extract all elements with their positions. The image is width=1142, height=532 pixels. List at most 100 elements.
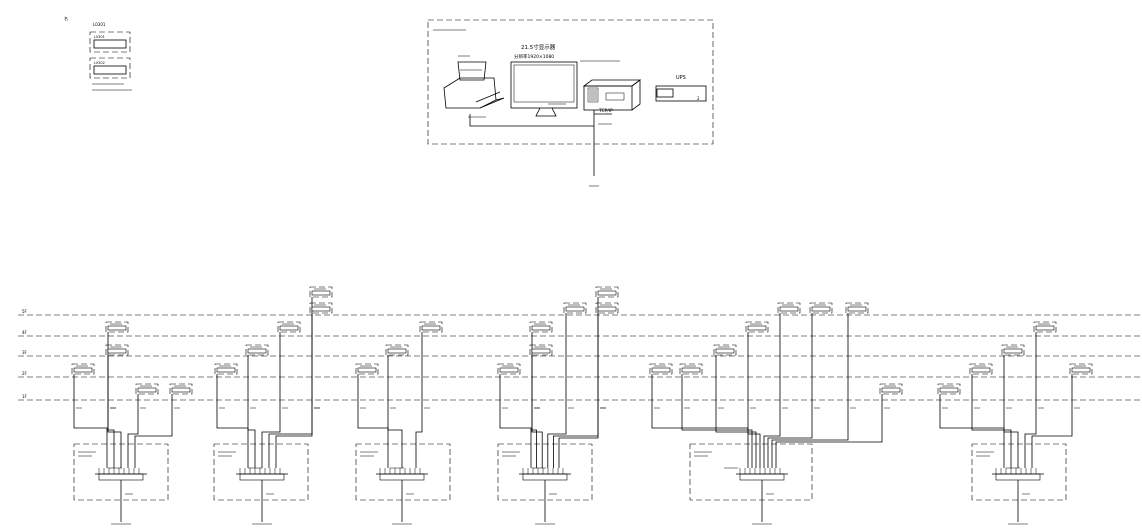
energy-meter-box [309, 286, 333, 298]
energy-meter [107, 325, 127, 331]
energy-meter-box [809, 302, 833, 314]
management-room: 21.5寸显示器 分辨率1920×1080 2 UPS TCP/IP [427, 19, 714, 187]
legend-mark: 名 [64, 15, 68, 21]
energy-meter [881, 387, 901, 393]
building-group-4 [497, 286, 619, 525]
meter-cable [1031, 374, 1073, 468]
energy-meter-box [563, 302, 587, 314]
meter-cable [268, 297, 313, 468]
collector-panel [355, 443, 451, 501]
building-group-2 [213, 286, 333, 525]
energy-meter [499, 367, 519, 373]
energy-meter [279, 325, 299, 331]
meter-cable [747, 332, 761, 468]
energy-meter [1035, 325, 1055, 331]
floor-label-5f: 5F [22, 309, 28, 314]
meter-cable [275, 313, 313, 468]
legend: 名 L0301 L0301 L0302 [64, 15, 132, 91]
meter-cable [247, 355, 256, 468]
energy-meter-box [777, 302, 801, 314]
monitor-resolution: 分辨率1920×1080 [514, 53, 554, 60]
energy-meter-box [595, 302, 619, 314]
energy-meter [531, 325, 551, 331]
data-collector [379, 473, 425, 481]
host-computer [582, 79, 642, 126]
meter-cable [558, 313, 599, 468]
collector-panel [497, 443, 593, 501]
meter-cable [553, 297, 599, 468]
energy-meter-box [969, 363, 993, 375]
meter-cable [715, 355, 757, 468]
energy-meter [715, 348, 735, 354]
energy-meter-box [277, 321, 301, 333]
energy-meter [651, 367, 671, 373]
data-collector [522, 473, 568, 481]
meter-cable [216, 374, 249, 468]
energy-meter [171, 387, 191, 393]
legend-meter-2 [93, 65, 127, 75]
energy-meter [311, 290, 331, 296]
energy-meter [531, 348, 551, 354]
energy-meter [107, 348, 127, 354]
legend-label-1: L0301 [94, 35, 105, 39]
management-room-boundary [427, 19, 714, 145]
floor-label-1f: 1F [22, 394, 28, 399]
meter-cable [1003, 355, 1019, 468]
energy-meter [137, 387, 157, 393]
energy-meter [387, 348, 407, 354]
energy-meter-box [245, 344, 269, 356]
energy-meter-box [745, 321, 769, 333]
meter-cable [763, 313, 781, 468]
meter-cable [681, 374, 753, 468]
meter-cable [771, 313, 849, 468]
energy-meter-box [419, 321, 443, 333]
data-collector [239, 473, 285, 481]
energy-meter [597, 290, 617, 296]
energy-meter [747, 325, 767, 331]
collector-panel [213, 443, 309, 501]
energy-meter [357, 367, 377, 373]
ups-label: UPS [676, 75, 686, 81]
energy-meter [565, 306, 585, 312]
energy-meter-box [309, 302, 333, 314]
energy-meter-box [497, 363, 521, 375]
building-subsystems [71, 286, 1093, 525]
energy-meter-box [169, 383, 193, 395]
energy-meter [1071, 367, 1091, 373]
energy-meter-box [649, 363, 673, 375]
energy-meter [311, 306, 331, 312]
energy-meter-box [595, 286, 619, 298]
meter-cable [971, 374, 1012, 468]
energy-meter-box [385, 344, 409, 356]
monitor [510, 61, 578, 117]
data-collector [995, 473, 1041, 481]
energy-meter-box [879, 383, 903, 395]
meter-cable [387, 355, 403, 468]
floor-label-4f: 4F [22, 330, 28, 335]
legend-title: L0301 [93, 22, 106, 27]
energy-meter-box [1069, 363, 1093, 375]
energy-meter [216, 367, 236, 373]
energy-meter-box [713, 344, 737, 356]
meter-cable [547, 313, 567, 468]
meter-cable [134, 394, 173, 468]
data-collector [739, 473, 785, 481]
data-collector [98, 473, 144, 481]
floor-lines: 5F 4F 3F 2F 1F [18, 309, 1142, 401]
meter-cable [261, 332, 281, 468]
meter-cable [107, 355, 122, 468]
energy-meter [971, 367, 991, 373]
legend-label-2: L0302 [94, 61, 105, 65]
meter-cable [651, 374, 749, 468]
energy-meter-box [679, 363, 703, 375]
monitor-label: 21.5寸显示器 [521, 43, 556, 51]
building-group-1 [71, 321, 193, 525]
energy-meter [779, 306, 799, 312]
energy-meter [847, 306, 867, 312]
legend-box-2 [89, 57, 131, 79]
energy-meter-box [105, 321, 129, 333]
energy-meter [681, 367, 701, 373]
collector-panel [689, 443, 813, 501]
tcpip-label: TCP/IP [598, 108, 613, 114]
